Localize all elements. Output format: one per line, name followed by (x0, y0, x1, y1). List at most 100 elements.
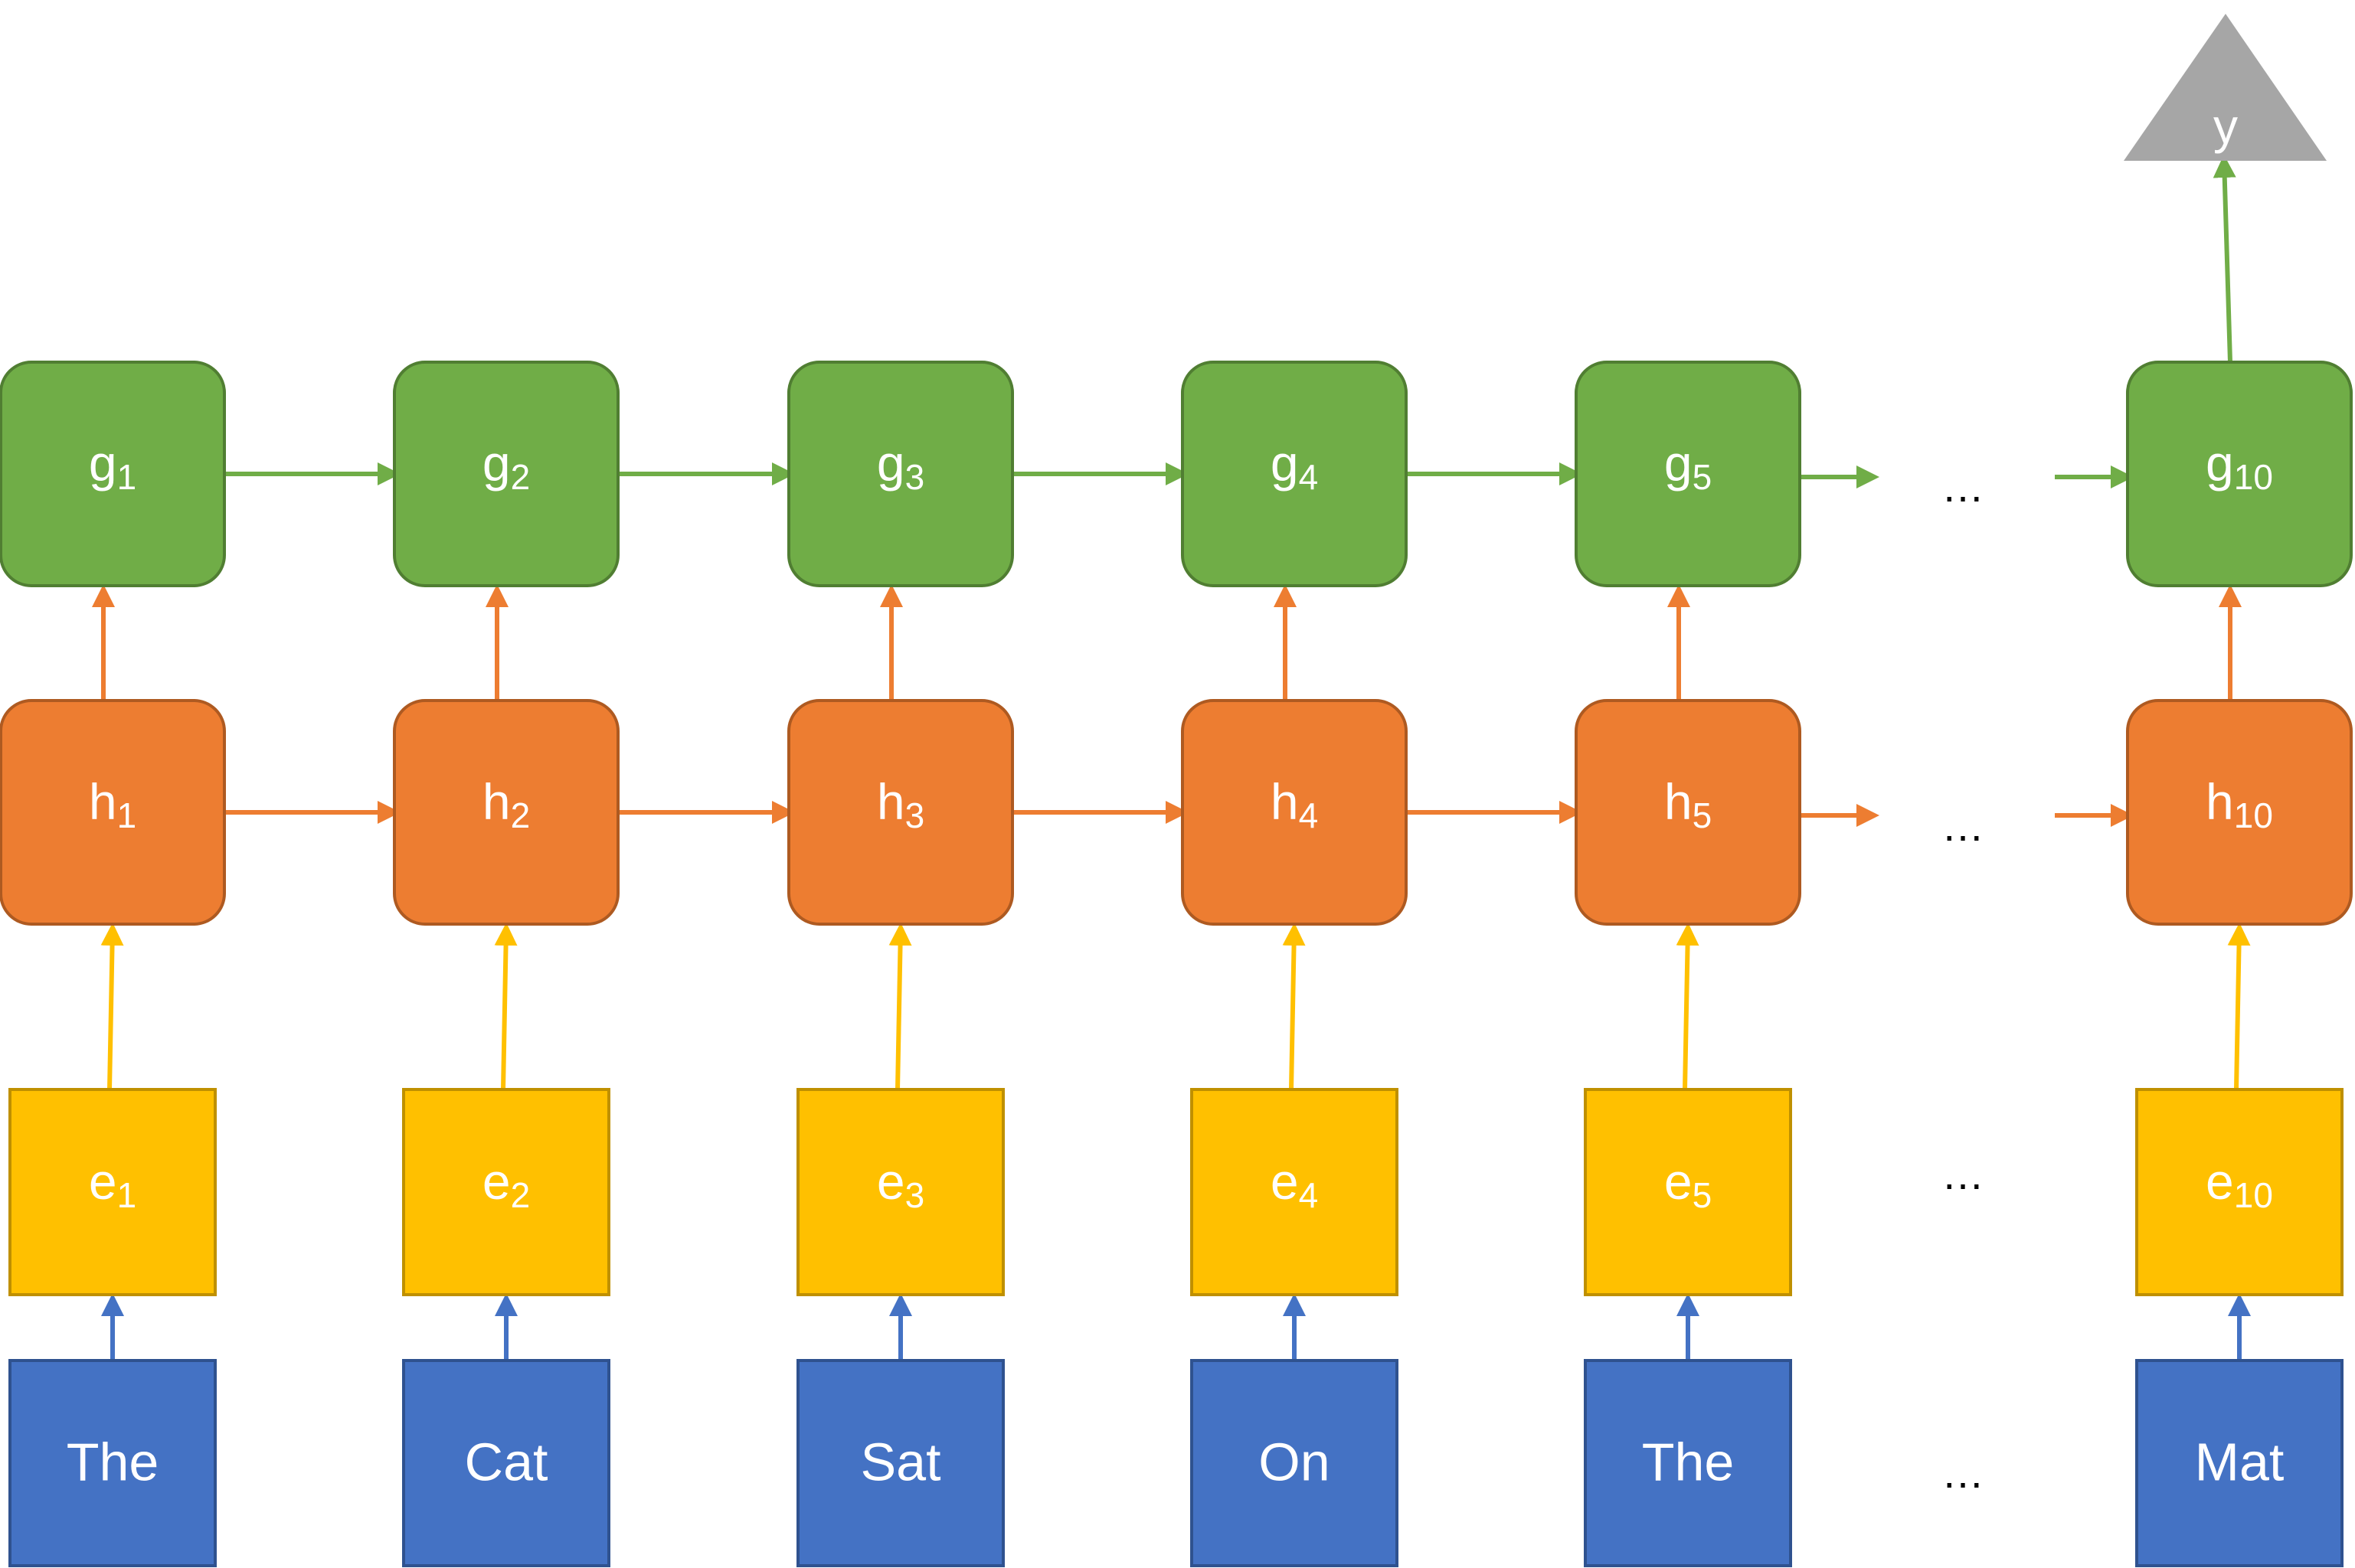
upper-base: g (2206, 435, 2234, 492)
upper-subscript: 4 (1299, 457, 1319, 497)
hidden-label: h4 (1271, 773, 1318, 835)
token-box (1584, 1359, 1792, 1567)
embedding-node: e4 (1190, 1088, 1398, 1296)
token-box (796, 1359, 1005, 1567)
token-box (8, 1359, 217, 1567)
embedding-label: e1 (89, 1153, 136, 1215)
hidden-subscript: 1 (117, 795, 137, 835)
upper-label: g3 (877, 435, 924, 497)
upper-subscript: 1 (117, 457, 137, 497)
upper-node: g3 (787, 361, 1014, 587)
token-label: The (67, 1432, 159, 1491)
token-node: On (1190, 1359, 1398, 1567)
hidden-subscript: 2 (511, 795, 531, 835)
token-box (402, 1359, 610, 1567)
upper-base: g (1664, 435, 1693, 492)
token-label: Cat (465, 1432, 548, 1491)
hidden-base: h (2206, 773, 2234, 830)
token-node: Cat (402, 1359, 610, 1567)
hidden-box (787, 699, 1014, 926)
hidden-base: h (1664, 773, 1693, 830)
hidden-base: h (877, 773, 905, 830)
token-node: The (8, 1359, 217, 1567)
embedding-to-hidden-arrow (494, 923, 518, 1090)
embedding-label: e5 (1664, 1153, 1712, 1215)
embedding-node: e2 (402, 1088, 610, 1296)
embedding-node: e5 (1584, 1088, 1792, 1296)
upper-subscript: 2 (511, 457, 531, 497)
upper-ellipsis: … (1941, 462, 1984, 511)
hidden-label: h2 (482, 773, 530, 835)
embedding-base: e (482, 1153, 511, 1210)
hidden-subscript: 3 (905, 795, 925, 835)
embedding-node: e10 (2135, 1088, 2344, 1296)
upper-box (393, 361, 620, 587)
embedding-node: e1 (8, 1088, 217, 1296)
upper-node: g5 (1575, 361, 1801, 587)
embedding-subscript: 3 (905, 1175, 925, 1215)
hidden-base: h (1271, 773, 1299, 830)
embedding-box (796, 1088, 1005, 1296)
upper-to-output-arrow (2213, 155, 2236, 363)
embedding-label: e4 (1271, 1153, 1318, 1215)
output-node: y (2124, 14, 2327, 161)
upper-subscript: 5 (1693, 457, 1712, 497)
upper-box (787, 361, 1014, 587)
token-node: Mat (2135, 1359, 2344, 1567)
hidden-base: h (482, 773, 511, 830)
hidden-node: h10 (2126, 699, 2353, 926)
embedding-to-hidden-arrow (888, 923, 912, 1090)
upper-node: g2 (393, 361, 620, 587)
hidden-base: h (89, 773, 117, 830)
embedding-subscript: 2 (511, 1175, 531, 1215)
token-node: Sat (796, 1359, 1005, 1567)
token-label: The (1642, 1432, 1735, 1491)
output-label: y (2213, 99, 2238, 154)
embedding-label: e2 (482, 1153, 530, 1215)
upper-box (1575, 361, 1801, 587)
upper-base: g (89, 435, 117, 492)
upper-box (2126, 361, 2353, 587)
embedding-subscript: 1 (117, 1175, 137, 1215)
hidden-node: h3 (787, 699, 1014, 926)
hidden-node: h1 (0, 699, 226, 926)
embedding-to-hidden-arrow (100, 923, 124, 1090)
upper-node: g1 (0, 361, 226, 587)
hidden-label: h10 (2206, 773, 2273, 835)
hidden-box (2126, 699, 2353, 926)
token-box (2135, 1359, 2344, 1567)
embedding-to-hidden-arrow (1676, 923, 1699, 1090)
hidden-box (0, 699, 226, 926)
hidden-box (393, 699, 620, 926)
hidden-subscript: 10 (2234, 795, 2273, 835)
upper-label: g5 (1664, 435, 1712, 497)
upper-base: g (482, 435, 511, 492)
embedding-base: e (89, 1153, 117, 1210)
token-label: Mat (2195, 1432, 2285, 1491)
embedding-box (402, 1088, 610, 1296)
embedding-to-hidden-arrow (1282, 923, 1306, 1090)
upper-label: g2 (482, 435, 530, 497)
token-label: Sat (860, 1432, 940, 1491)
upper-base: g (1271, 435, 1299, 492)
embedding-subscript: 4 (1299, 1175, 1319, 1215)
embedding-node: e3 (796, 1088, 1005, 1296)
hidden-label: h1 (89, 773, 136, 835)
upper-label: g1 (89, 435, 136, 497)
upper-subscript: 3 (905, 457, 925, 497)
upper-label: g4 (1271, 435, 1318, 497)
embedding-subscript: 5 (1693, 1175, 1712, 1215)
hidden-box (1181, 699, 1408, 926)
embedding-label: e3 (877, 1153, 924, 1215)
hidden-label: h5 (1664, 773, 1712, 835)
upper-subscript: 10 (2234, 457, 2273, 497)
embedding-label: e10 (2206, 1153, 2273, 1215)
hidden-node: h2 (393, 699, 620, 926)
hidden-node: h4 (1181, 699, 1408, 926)
embedding-subscript: 10 (2234, 1175, 2273, 1215)
hidden-label: h3 (877, 773, 924, 835)
output-triangle (2124, 14, 2327, 161)
token-ellipsis: … (1941, 1449, 1984, 1497)
embedding-ellipsis: … (1941, 1150, 1984, 1198)
